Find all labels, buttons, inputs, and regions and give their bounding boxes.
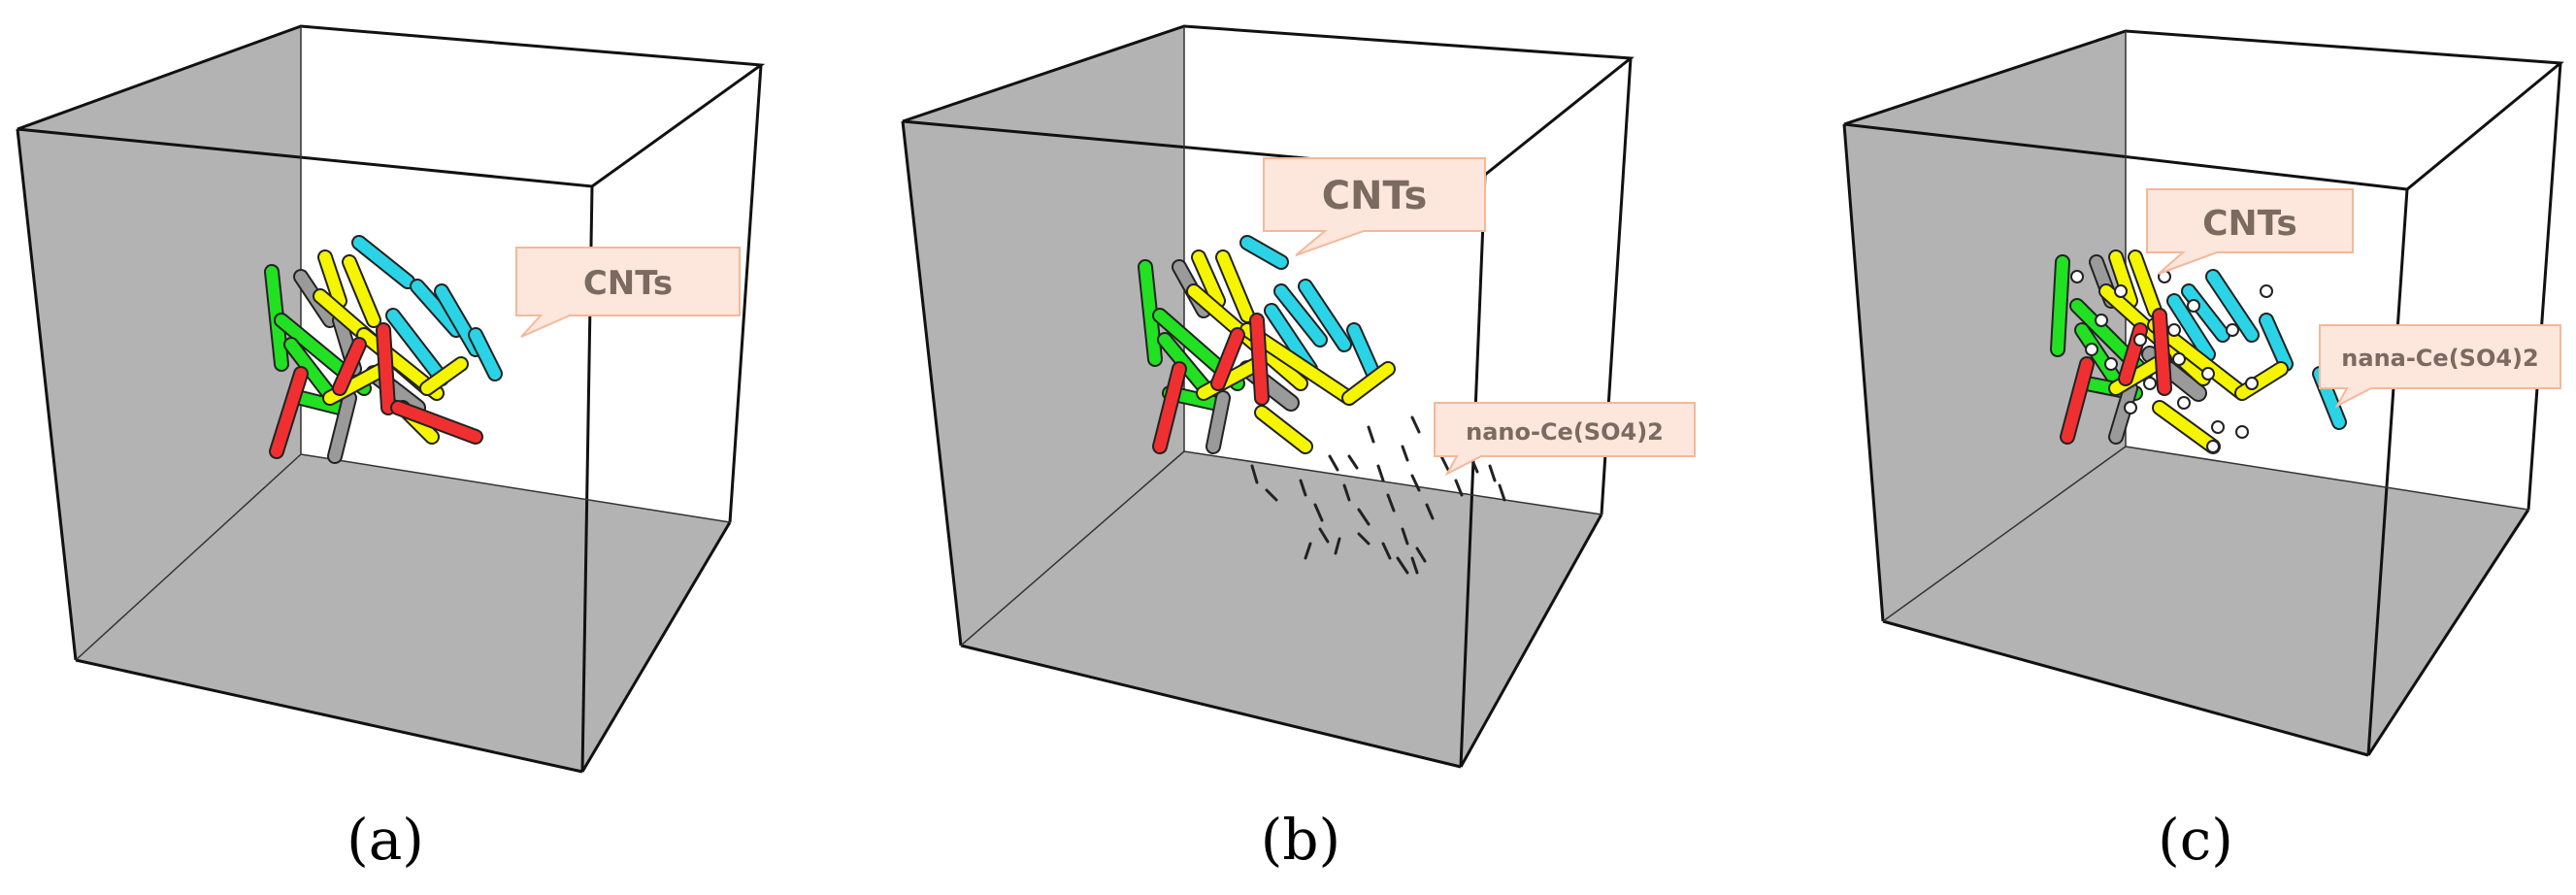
callout-label: CNTs [583,264,673,303]
callout-nano-b: nano-Ce(SO4)2 [1434,402,1696,477]
box-c [1842,29,2564,757]
box-back-wall [903,26,1184,646]
panel-b: CNTs nano-Ce(SO4)2 (b) [901,24,1696,873]
cnt-cluster-c [2050,249,2347,454]
panel-label-c: (c) [2158,807,2233,873]
callout-label: CNTs [2202,204,2297,244]
callout-bubble [1434,402,1696,477]
panel-label-a: (a) [347,807,424,873]
cnt-cluster-a [264,235,503,464]
callout-label: CNTs [1322,174,1428,218]
callout-bubble [2319,324,2561,409]
box-b [901,24,1635,769]
cnt-tubes [1138,235,1396,454]
callout-label: nano-Ce(SO4)2 [1466,418,1664,446]
callout-bubble [515,247,741,338]
callout-label: nana-Ce(SO4)2 [2341,345,2538,372]
callout-cnts-a: CNTs [515,247,741,338]
box-back-wall [17,26,301,660]
panel-c: CNTs nana-Ce(SO4)2 (c) [1842,29,2564,873]
callout-bubble [2146,188,2354,275]
panel-label-b: (b) [1261,807,1340,873]
callout-cnts-b: CNTs [1263,157,1486,256]
nano-particles [2070,270,2273,453]
box-floor [76,454,730,772]
box-floor [961,451,1602,767]
callout-cnts-c: CNTs [2146,188,2354,275]
cnt-tubes [264,235,503,464]
panel-a: CNTs (a) [16,24,766,873]
callout-bubble [1263,157,1486,256]
cnt-tubes [2050,249,2347,454]
box-floor [1883,447,2528,755]
box-back-wall [1844,31,2126,621]
box-a [16,24,766,774]
callout-nano-c: nana-Ce(SO4)2 [2319,324,2561,409]
cnt-cluster-b [1138,235,1506,575]
